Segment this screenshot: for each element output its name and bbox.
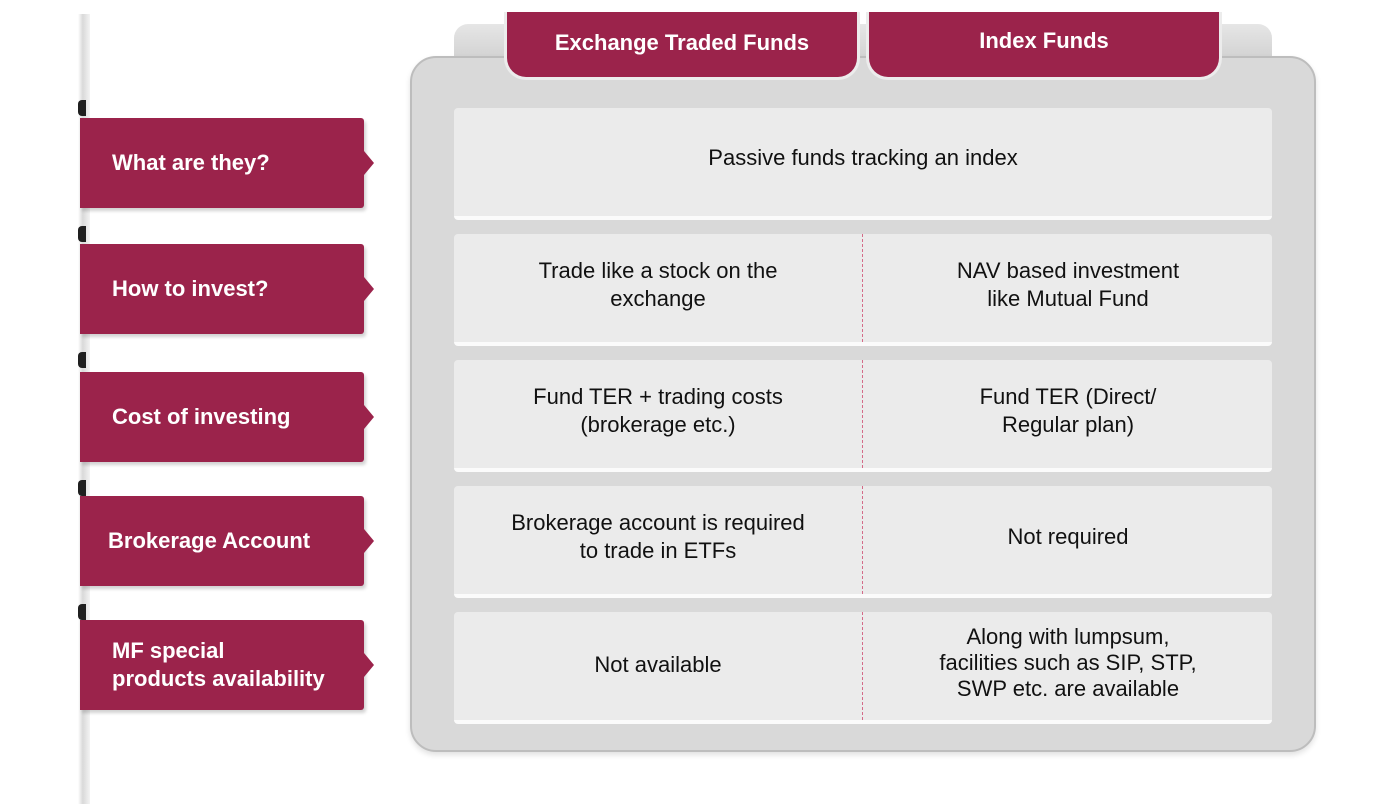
table-row: Fund TER + trading costs (brokerage etc.… (454, 360, 1272, 472)
spine-notch (78, 604, 86, 620)
row-label-what-are-they: What are they? (80, 118, 374, 208)
row-label-mf-special-products: MF special products availability (80, 620, 374, 710)
row-label-brokerage-account: Brokerage Account (80, 496, 374, 586)
header-index-funds: Index Funds (866, 12, 1222, 80)
row-label-text: Cost of investing (112, 404, 291, 429)
shared-cell: Passive funds tracking an index (708, 145, 1018, 170)
spine-notch (78, 480, 86, 496)
row-label-text: How to invest? (112, 276, 269, 301)
row-label-text: Brokerage Account (108, 528, 311, 553)
column-divider (862, 486, 863, 594)
index-cell: NAV based investment like Mutual Fund (956, 258, 1180, 311)
header-etf: Exchange Traded Funds (504, 12, 860, 80)
spine-notch (78, 100, 86, 116)
table-row: Passive funds tracking an index (454, 108, 1272, 220)
spine-notch (78, 352, 86, 368)
etf-cell: Fund TER + trading costs (brokerage etc.… (533, 384, 783, 437)
header-index-funds-label: Index Funds (979, 28, 1109, 53)
table-row: Not available Along with lumpsum, facili… (454, 612, 1272, 724)
row-label-text: What are they? (112, 150, 270, 175)
etf-cell: Trade like a stock on the exchange (538, 258, 778, 311)
header-etf-label: Exchange Traded Funds (554, 30, 810, 55)
index-cell: Fund TER (Direct/ Regular plan) (979, 384, 1157, 437)
row-label-how-to-invest: How to invest? (80, 244, 374, 334)
column-divider (862, 360, 863, 468)
index-cell: Not required (1007, 524, 1129, 549)
table-row: Trade like a stock on the exchange NAV b… (454, 234, 1272, 346)
index-cell: Along with lumpsum, facilities such as S… (939, 624, 1197, 701)
etf-cell: Not available (594, 652, 722, 677)
row-label-text: MF special products availability (112, 638, 325, 691)
spine-notch (78, 226, 86, 242)
column-divider (862, 234, 863, 342)
column-divider (862, 612, 863, 720)
etf-cell: Brokerage account is required to trade i… (511, 510, 805, 563)
table-row: Brokerage account is required to trade i… (454, 486, 1272, 598)
row-label-cost-of-investing: Cost of investing (80, 372, 374, 462)
